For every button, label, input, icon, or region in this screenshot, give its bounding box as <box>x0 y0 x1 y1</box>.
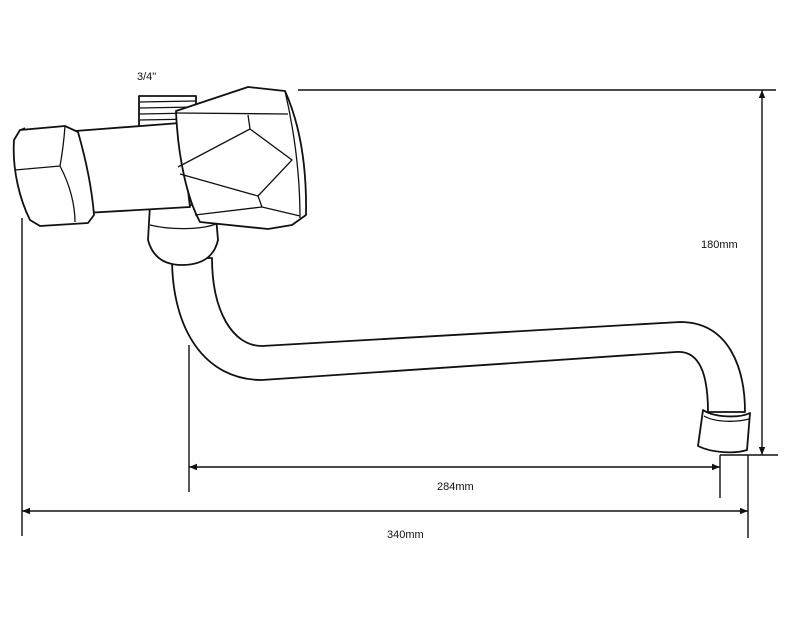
spout-reach-dimension-label: 284mm <box>437 481 474 493</box>
overall-length-dimension-label: 340mm <box>387 529 424 541</box>
dimension-height <box>298 89 778 456</box>
dimension-spout-reach <box>188 345 721 498</box>
handle <box>175 86 307 230</box>
spout <box>171 257 746 413</box>
hex-nut <box>12 125 95 227</box>
aerator <box>697 409 751 454</box>
height-dimension-label: 180mm <box>701 239 738 251</box>
dimension-overall-length <box>21 218 749 538</box>
thread-size-label: 3/4" <box>137 71 157 83</box>
